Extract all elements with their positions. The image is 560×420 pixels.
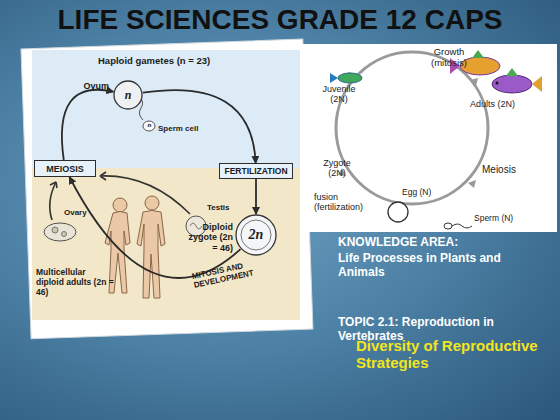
zygote-circle: Diploid zygote (2n = 46)2n — [235, 214, 277, 256]
box-label: MEIOSIS — [46, 164, 84, 174]
part-label: Testis — [207, 203, 247, 212]
process-box: FERTILIZATION — [219, 163, 293, 179]
circle-shape — [236, 215, 276, 255]
topic-text: Life Processes in Plants and Animals — [338, 252, 523, 280]
lower-panel — [32, 168, 300, 320]
process-box: MEIOSIS — [34, 160, 96, 177]
photo-card — [21, 39, 313, 339]
gamete-circle: Ovumn — [113, 80, 143, 110]
stage-label: Egg (N) — [402, 188, 452, 198]
subtitle-text: Diversity of Reproductive Strategies — [356, 337, 556, 372]
stage-label: Meiosis — [482, 164, 542, 176]
node-heading: Diploid zygote (2n = 46) — [187, 222, 233, 253]
cycle-ring — [336, 52, 488, 204]
cycle-arrow — [69, 177, 240, 278]
cycle-arrow — [143, 90, 256, 163]
part-label: Multicellular diploid adults (2n = 46) — [36, 268, 114, 297]
part-label: Sperm cell — [158, 124, 218, 133]
human-figures — [105, 196, 165, 298]
cycle-arrow — [62, 90, 113, 160]
photo-card — [301, 44, 557, 232]
upper-panel — [32, 50, 300, 168]
cycle-arrowheads — [338, 72, 478, 188]
symbol-label: n — [145, 121, 154, 129]
cycle-arrow — [255, 179, 257, 214]
circle-shape — [114, 81, 142, 109]
node-symbol: n — [113, 80, 143, 110]
stage-label: Juvenile (2N) — [316, 84, 362, 105]
node-symbol: 2n — [235, 214, 277, 256]
stage-label: Adults (2N) — [470, 99, 540, 109]
node-heading: Ovum — [75, 81, 109, 91]
egg-and-sperm — [388, 202, 472, 229]
sperm-symbol — [139, 96, 155, 131]
slide-title: LIFE SCIENCES GRADE 12 CAPS — [0, 4, 560, 36]
ovary-symbol — [44, 223, 76, 241]
heading-label: Haploid gametes (n = 23) — [98, 56, 248, 67]
stage-label: Growth (mitosis) — [420, 47, 478, 69]
part-label: Ovary — [64, 208, 104, 217]
stage-label: fusion (fertilization) — [314, 192, 386, 213]
stage-label: Sperm (N) — [474, 214, 544, 224]
box-label: FERTILIZATION — [224, 166, 287, 176]
topic-heading: KNOWLEDGE AREA: — [338, 236, 548, 250]
card-frame — [21, 39, 313, 339]
stage-label: Zygote (2N) — [316, 158, 358, 179]
